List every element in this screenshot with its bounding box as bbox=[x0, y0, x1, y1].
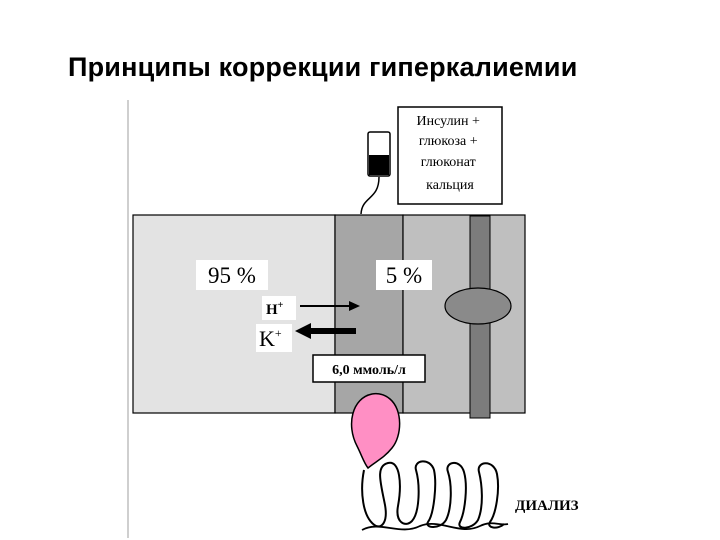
intracellular-percent: 95 % bbox=[208, 263, 256, 288]
treatment-line: глюконат bbox=[421, 155, 476, 170]
intracellular-label-box bbox=[196, 260, 268, 290]
k-ion-label: K+ bbox=[259, 326, 282, 351]
page-title: Принципы коррекции гиперкалиемии bbox=[68, 52, 578, 82]
treatment-line: Инсулин + bbox=[417, 114, 480, 129]
dialysis-coil-icon bbox=[361, 460, 505, 529]
iv-drip-icon bbox=[360, 131, 391, 215]
extracellular-percent: 5 % bbox=[386, 263, 422, 288]
intracellular-compartment bbox=[132, 214, 336, 414]
treatment-text: Инсулин + глюкоза + глюконат кальция bbox=[417, 114, 484, 193]
k-ion-label-box bbox=[256, 324, 292, 352]
h-ion-label-box bbox=[262, 296, 296, 320]
kidney-icon bbox=[350, 392, 401, 470]
treatment-line: кальция bbox=[426, 178, 474, 193]
concentration-box bbox=[312, 354, 426, 383]
membrane-ellipse bbox=[444, 287, 512, 325]
extracellular-compartment bbox=[334, 214, 404, 414]
k-ion-arrow bbox=[295, 323, 356, 339]
concentration-label: 6,0 ммоль/л bbox=[332, 363, 406, 378]
dialysis-label: ДИАЛИЗ bbox=[515, 498, 579, 514]
h-ion-label: H+ bbox=[266, 300, 284, 318]
extracellular-label-box bbox=[376, 260, 432, 290]
dialysis-base-line bbox=[361, 522, 509, 531]
h-ion-arrow bbox=[300, 301, 360, 311]
treatment-line: глюкоза + bbox=[419, 134, 478, 149]
treatment-box bbox=[397, 106, 503, 205]
